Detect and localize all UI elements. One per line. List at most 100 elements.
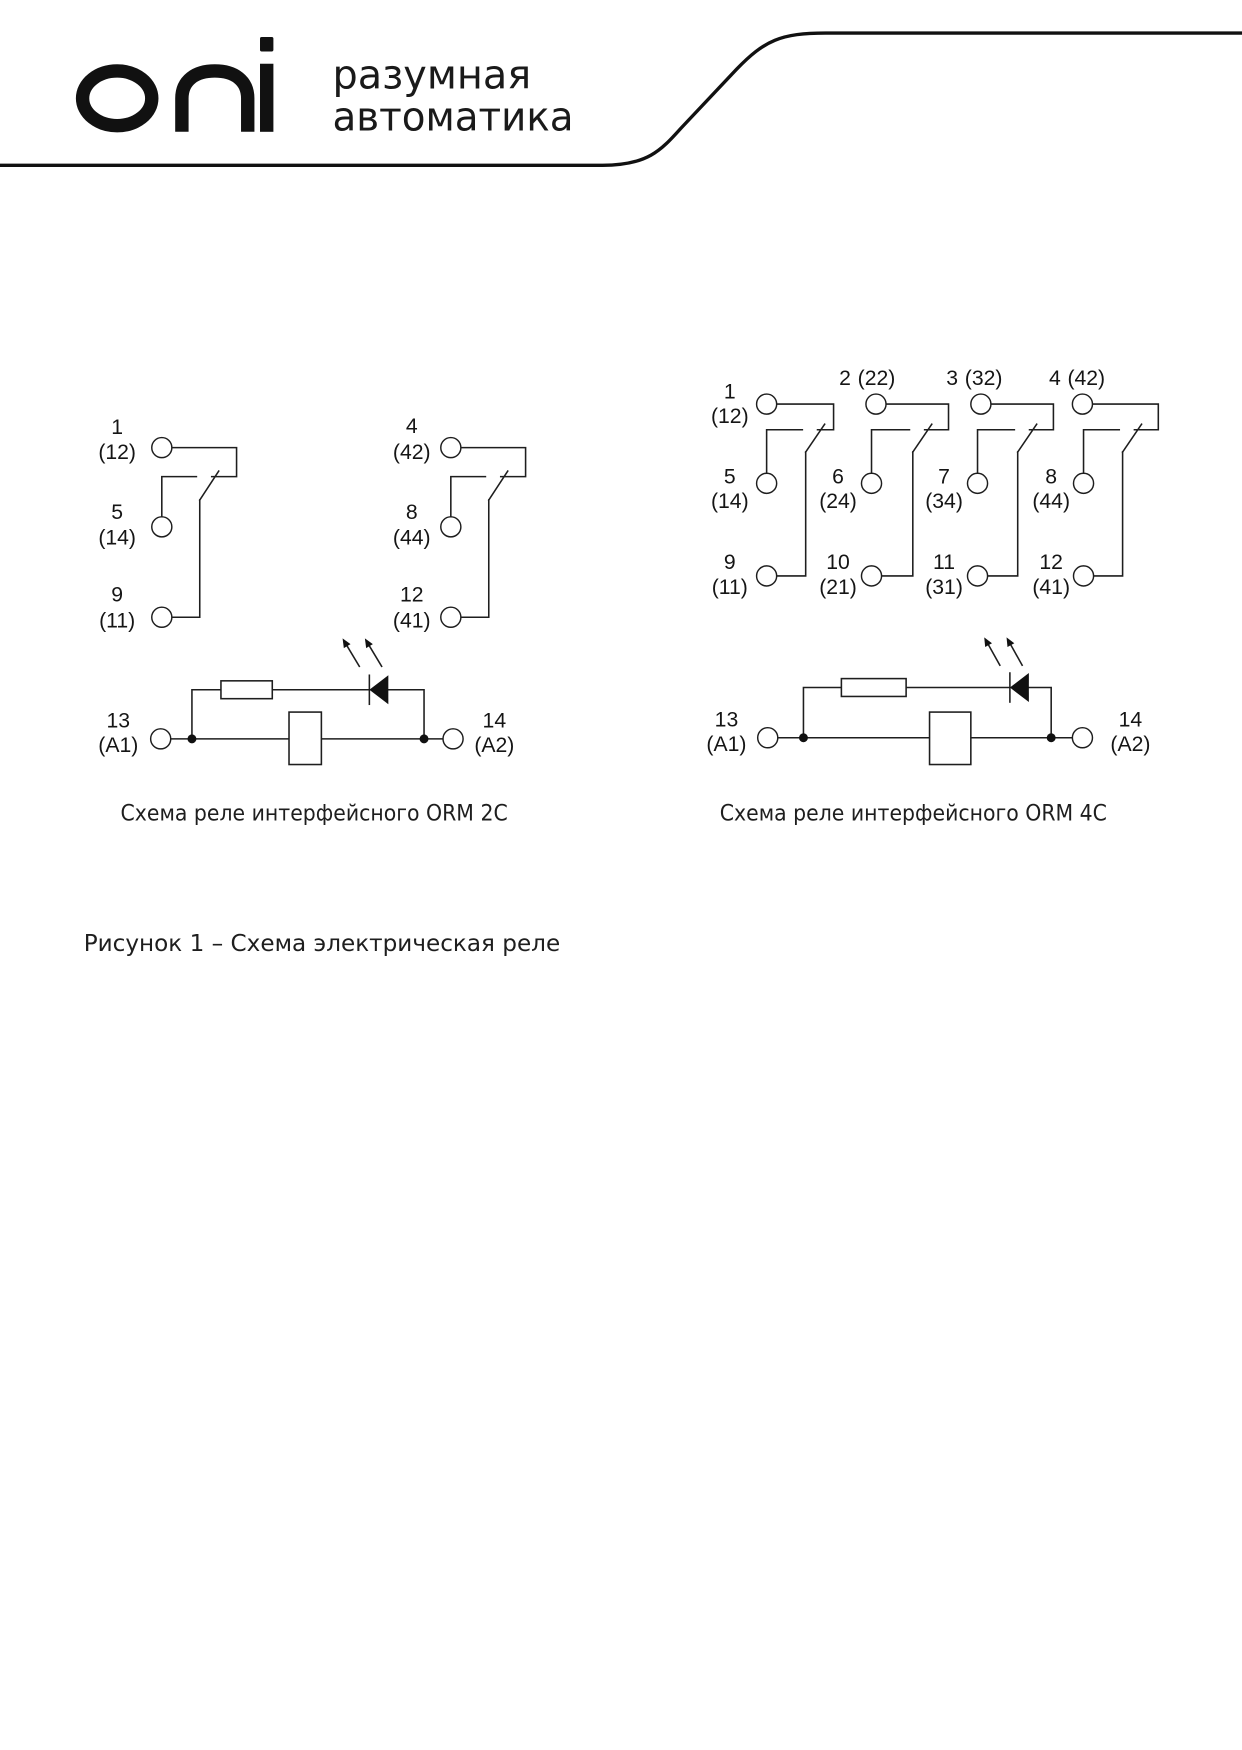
no-wire: [161, 475, 198, 518]
terminal-no-number: 6: [832, 465, 844, 488]
com-wire: [460, 499, 490, 619]
terminal-com-number: 12: [400, 584, 424, 607]
terminal-nc-number: 1: [724, 381, 736, 404]
arrow-shaft: [1009, 644, 1024, 667]
contact-blade: [1016, 423, 1038, 454]
relay-coil: [288, 711, 323, 766]
led-triangle: [369, 675, 389, 705]
terminal-a1-number: 13: [106, 710, 130, 733]
com-wire: [775, 451, 807, 577]
contact-group-4: 4(42)8(44)12(41): [1032, 367, 1160, 599]
terminal-com-number: 9: [111, 584, 123, 607]
led-indicator: [342, 638, 389, 706]
com-wire: [171, 499, 201, 619]
diagram-orm-2c: 1(12)5(14)9(11)4(42)8(44)12(41)13(A1)14(…: [98, 415, 527, 766]
led-branch-wire: [191, 688, 425, 740]
diagram-caption-orm-2c: Схема реле интерфейсного ORM 2C: [121, 800, 508, 826]
terminal-nc-alt-number: (12): [711, 405, 749, 428]
terminal-no-number: 5: [111, 501, 123, 524]
terminal-com-alt-number: (21): [819, 576, 857, 599]
com-wire: [986, 451, 1019, 577]
terminal-com-alt-number: (11): [99, 609, 135, 632]
terminal-a2-alt-number: (A2): [1110, 733, 1150, 756]
terminal-nc-alt-number: (12): [98, 441, 136, 464]
nc-wire: [460, 446, 527, 478]
coil-circuit: 13(A1) 14(A2): [706, 637, 1150, 766]
terminal-a2-number: 14: [1119, 709, 1143, 732]
terminal-no-circle: [440, 516, 462, 538]
terminal-nc-circle: [151, 436, 173, 459]
contact-group-1: 1(12) 5 (14) 9(11): [98, 416, 238, 632]
tagline-line-2: автоматика: [333, 95, 574, 141]
arrow-head: [984, 637, 992, 648]
terminal-com-alt-number: (41): [393, 609, 431, 632]
nc-wire: [885, 403, 950, 431]
terminal-com-number: 10: [826, 551, 850, 574]
terminal-no-alt-number: (34): [925, 490, 963, 513]
terminal-a1-alt-number: (A1): [706, 733, 746, 756]
terminal-a2-circle: [1071, 726, 1094, 749]
terminal-no-number: 8: [406, 501, 418, 524]
junction-dot: [419, 734, 429, 744]
terminal-a2-number: 14: [483, 710, 507, 733]
terminal-com-number: 9: [724, 551, 736, 574]
contact-blade: [198, 469, 220, 502]
terminal-com-alt-number: (31): [925, 576, 963, 599]
terminal-no-circle: [151, 516, 173, 538]
terminal-a1-number: 13: [715, 709, 739, 732]
diagram-caption-orm-4c: Схема реле интерфейсного ORM 4C: [720, 800, 1107, 826]
terminal-a1-alt-number: (A1): [98, 734, 138, 757]
nc-wire: [171, 446, 238, 478]
terminal-no-circle: [1072, 472, 1095, 495]
logo-oni: [75, 36, 274, 133]
led-branch-wire: [802, 686, 1052, 739]
terminal-com-circle: [755, 565, 778, 587]
nc-wire: [1091, 403, 1160, 431]
arrow-shaft: [368, 645, 383, 668]
figure-caption: Рисунок 1 – Схема электрическая реле: [84, 929, 560, 957]
junction-dot: [187, 734, 197, 744]
terminal-no-number: 5: [724, 465, 736, 488]
contact-group-1: 1(12)5(14)9(11): [711, 381, 835, 599]
terminal-nc-number: 4: [406, 415, 418, 438]
arrow-shaft: [346, 645, 361, 668]
terminal-no-circle: [755, 472, 778, 495]
logo-letter-n: [175, 64, 255, 132]
no-wire: [870, 428, 911, 475]
led-indicator: [984, 637, 1029, 703]
terminal-com-alt-number: (41): [1032, 576, 1070, 599]
resistor: [840, 677, 907, 698]
terminal-a2-alt-number: (A2): [474, 734, 514, 757]
terminal-no-alt-number: (14): [98, 527, 136, 550]
junction-dot: [1046, 733, 1056, 743]
contact-group-2: 2(22)6(24)10(21): [819, 367, 950, 599]
terminal-com-number: 12: [1039, 551, 1063, 574]
no-wire: [976, 428, 1016, 475]
led-light-arrow: [984, 637, 1001, 667]
led-light-arrow: [1006, 637, 1024, 667]
diagram-orm-4c: 1(12)5(14)9(11)2(22)6(24)10(21)3(32)7(34…: [706, 367, 1160, 766]
contact-blade: [804, 423, 826, 454]
logo-letter-i-dot: [260, 36, 274, 52]
contact-blade: [487, 469, 509, 502]
led-light-arrow: [342, 638, 361, 668]
terminal-no-alt-number: (14): [711, 490, 749, 513]
contact-blade: [911, 423, 933, 454]
terminal-nc-number: 1: [111, 416, 123, 439]
terminal-nc-alt-number: (22): [858, 367, 896, 390]
terminal-a1-circle: [756, 726, 779, 749]
led-triangle: [1009, 673, 1029, 703]
nc-wire: [775, 403, 835, 431]
terminal-no-circle: [860, 472, 883, 495]
tagline-line-1: разумная: [333, 52, 532, 98]
terminal-nc-alt-number: (42): [1067, 367, 1105, 390]
terminal-a1-circle: [149, 728, 172, 750]
contact-group-3: 3(32)7(34)11(31): [925, 367, 1055, 599]
terminal-no-alt-number: (24): [819, 490, 857, 513]
terminal-no-number: 8: [1045, 465, 1057, 488]
terminal-no-alt-number: (44): [393, 527, 431, 550]
coil-circuit: 13(A1) 14(A2): [98, 638, 514, 766]
terminal-nc-number: 4: [1049, 367, 1061, 390]
arrow-shaft: [987, 644, 1001, 667]
